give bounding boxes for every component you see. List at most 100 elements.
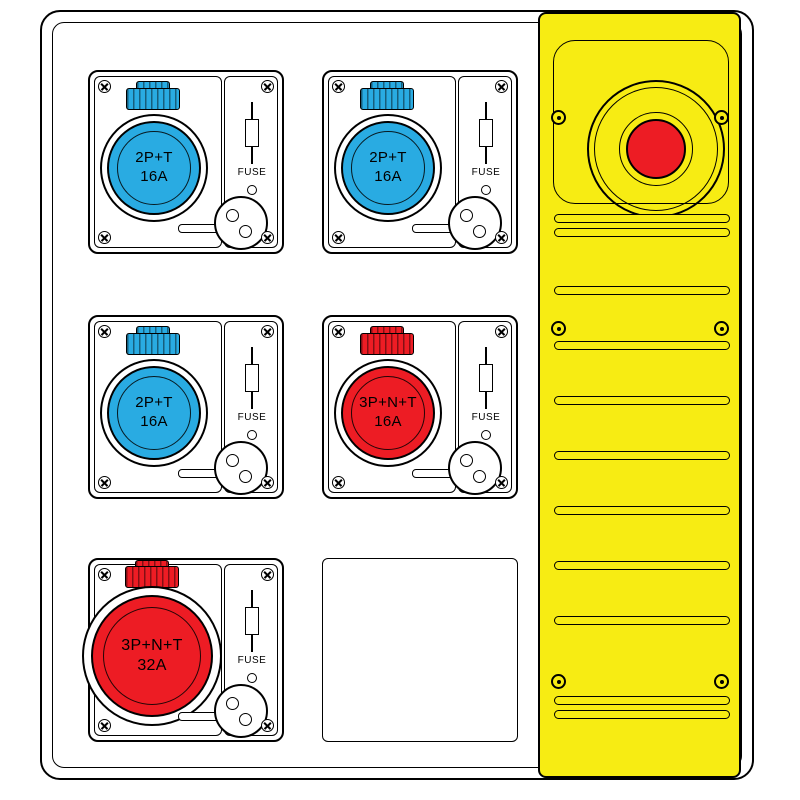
dial-pin-hole	[473, 225, 486, 238]
socket-type-label: 2P+T	[135, 149, 173, 167]
screw-icon	[714, 321, 729, 336]
interlock-dial	[214, 196, 268, 250]
vent-slot	[554, 710, 730, 719]
screw-icon	[98, 568, 111, 581]
dial-pin-hole	[226, 209, 239, 222]
screw-icon	[98, 719, 111, 732]
screw-icon	[98, 325, 111, 338]
socket-plate	[94, 321, 222, 493]
socket-rating-label: 16A	[374, 168, 402, 185]
screw-icon	[495, 231, 508, 244]
dial-pin-hole	[460, 209, 473, 222]
emergency-stop-button	[626, 119, 686, 179]
vent-slot	[554, 506, 730, 515]
vent-slot	[554, 616, 730, 625]
socket-inner-ring	[351, 376, 425, 450]
dial-pin-hole	[226, 454, 239, 467]
vent-slot	[554, 561, 730, 570]
socket-rating-label: 16A	[140, 168, 168, 185]
screw-icon	[261, 80, 274, 93]
screw-icon	[332, 476, 345, 489]
socket-inner-ring	[351, 131, 425, 205]
screw-icon	[495, 325, 508, 338]
socket-module: 3P+N+T 32A FUSE	[82, 558, 284, 742]
fuse-symbol-body	[245, 119, 259, 147]
estop-section	[553, 40, 729, 218]
socket-inner-ring	[103, 607, 201, 705]
screw-icon	[551, 321, 566, 336]
indicator-light	[247, 185, 257, 195]
socket-lid-tab	[125, 566, 179, 588]
socket-module: 2P+T 16A FUSE	[322, 70, 518, 254]
vent-slot	[554, 451, 730, 460]
indicator-light	[247, 430, 257, 440]
socket-lid-tab	[360, 88, 414, 110]
socket-rating-label: 32A	[137, 657, 167, 674]
screw-icon	[714, 110, 729, 125]
fuse-symbol-body	[479, 364, 493, 392]
socket-inner-ring	[117, 376, 191, 450]
dial-pin-hole	[226, 697, 239, 710]
interlock-dial	[448, 196, 502, 250]
interlock-dial	[448, 441, 502, 495]
fuse-label: FUSE	[237, 412, 267, 423]
socket-type-label: 2P+T	[135, 394, 173, 412]
screw-icon	[495, 80, 508, 93]
socket-lid-tab	[360, 333, 414, 355]
screw-icon	[495, 476, 508, 489]
screw-icon	[261, 231, 274, 244]
screw-icon	[714, 674, 729, 689]
screw-icon	[332, 231, 345, 244]
side-panel	[538, 12, 741, 778]
estop-bezel-inner	[594, 87, 718, 211]
socket-lid-tab	[126, 88, 180, 110]
socket-module: 3P+N+T 16A FUSE	[322, 315, 518, 499]
socket-type-label: 3P+N+T	[121, 637, 183, 654]
vent-slot	[554, 396, 730, 405]
socket-type-label: 3P+N+T	[359, 394, 417, 412]
socket-module: 2P+T 16A FUSE	[88, 315, 284, 499]
blank-cover-plate	[322, 558, 518, 742]
screw-icon	[261, 325, 274, 338]
enclosure-inner-frame	[52, 22, 742, 768]
dial-pin-hole	[460, 454, 473, 467]
socket-rating-label: 16A	[374, 413, 402, 430]
fuse-label: FUSE	[237, 655, 267, 666]
fuse-label: FUSE	[471, 167, 501, 178]
vent-slot	[554, 696, 730, 705]
vent-slot	[554, 341, 730, 350]
screw-icon	[332, 325, 345, 338]
socket-plate	[94, 76, 222, 248]
screw-icon	[261, 476, 274, 489]
vent-slot	[554, 228, 730, 237]
socket-lid-tab	[126, 333, 180, 355]
dial-pin-hole	[239, 470, 252, 483]
fuse-symbol-body	[245, 607, 259, 635]
socket-type-label: 2P+T	[369, 149, 407, 167]
vent-slot	[554, 286, 730, 295]
estop-button-ring	[619, 112, 693, 186]
socket-module: 2P+T 16A FUSE	[88, 70, 284, 254]
socket-label: 2P+T 16A	[334, 114, 442, 222]
screw-icon	[551, 674, 566, 689]
screw-icon	[98, 476, 111, 489]
screw-icon	[98, 231, 111, 244]
enclosure-outer-frame	[40, 10, 754, 780]
screw-icon	[551, 110, 566, 125]
interlock-dial	[214, 684, 268, 738]
socket-plate	[328, 76, 456, 248]
dial-pin-hole	[239, 713, 252, 726]
indicator-light	[247, 673, 257, 683]
fuse-label: FUSE	[471, 412, 501, 423]
fuse-label: FUSE	[237, 167, 267, 178]
fuse-symbol-body	[245, 364, 259, 392]
socket-plate	[328, 321, 456, 493]
socket-rating-label: 16A	[140, 413, 168, 430]
socket-label: 3P+N+T 32A	[82, 586, 222, 726]
screw-icon	[261, 719, 274, 732]
fuse-symbol-body	[479, 119, 493, 147]
screw-icon	[98, 80, 111, 93]
vent-slot	[554, 214, 730, 223]
dial-pin-hole	[239, 225, 252, 238]
